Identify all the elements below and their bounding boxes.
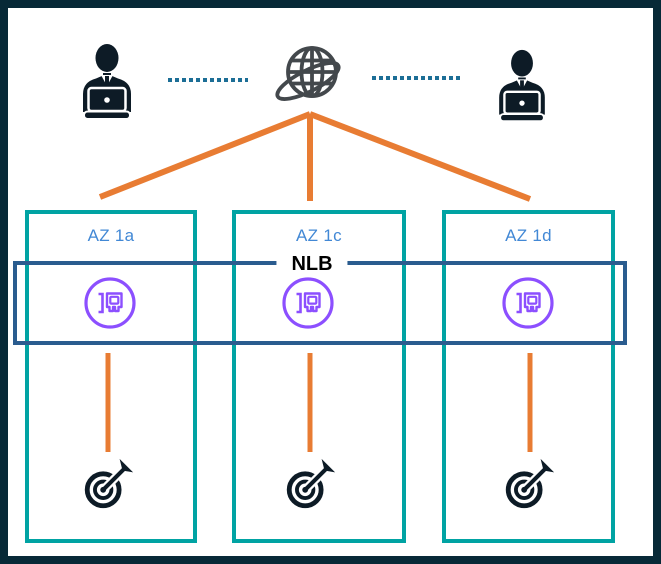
globe-orbit-icon: [275, 46, 341, 101]
dotted-link-right: [372, 76, 463, 80]
network-interface-icon-1d: [502, 277, 554, 329]
user-laptop-icon-right: [499, 49, 545, 123]
user-laptop-icon-left: [83, 44, 131, 120]
target-arrow-icon-1c: [286, 458, 336, 509]
az-label-1d: AZ 1d: [505, 226, 552, 245]
az-box-1c: AZ 1c: [232, 210, 406, 543]
nlb-label: NLB: [276, 249, 348, 279]
az-label-1c: AZ 1c: [296, 226, 342, 245]
nlb-box: NLB: [13, 249, 627, 345]
target-arrow-icon-1d: [505, 458, 555, 509]
az-box-1a: AZ 1a: [25, 210, 197, 543]
dotted-link-left: [168, 78, 248, 82]
network-interface-icon-1a: [84, 277, 136, 329]
az-box-1d: AZ 1d: [442, 210, 615, 543]
az-label-1a: AZ 1a: [87, 226, 135, 245]
target-arrow-icon-1a: [84, 458, 134, 509]
network-interface-icon-1c: [282, 277, 334, 329]
